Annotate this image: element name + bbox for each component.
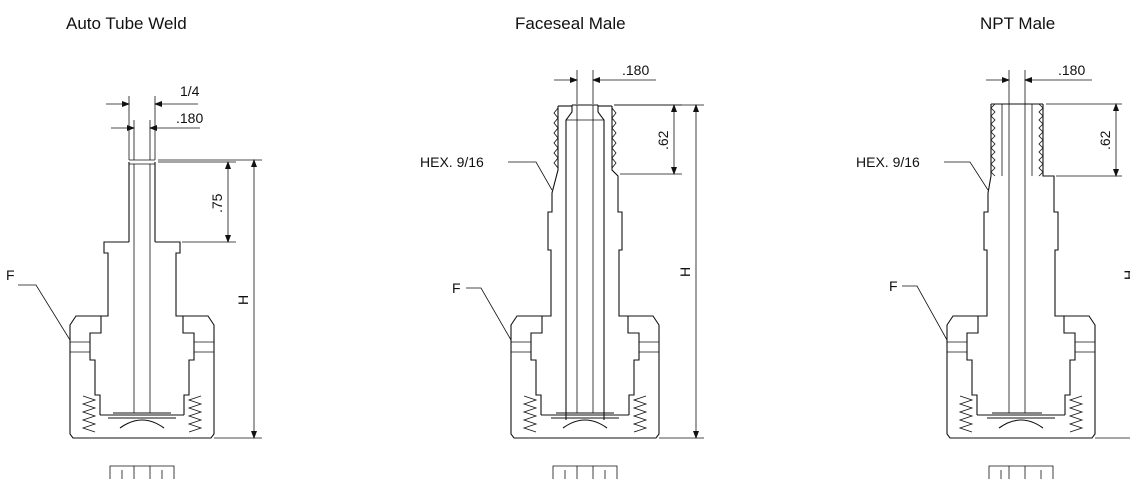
label-hex: HEX. 9/16	[856, 154, 920, 170]
dim-id	[554, 70, 656, 104]
label-length: .75	[209, 193, 225, 213]
nut-threads	[81, 395, 203, 433]
lower-view-stub	[988, 465, 1054, 479]
drawing-auto-tube-weld: 1/4 .180 .75 H	[6, 83, 262, 479]
gland-body	[966, 103, 1076, 429]
female-nut	[510, 315, 660, 439]
leader-flat	[902, 285, 948, 341]
leader-flat	[18, 284, 71, 341]
label-od: 1/4	[180, 83, 200, 99]
dim-length	[1046, 103, 1122, 177]
lower-view-stub	[109, 465, 175, 479]
nut-threads	[958, 395, 1084, 433]
title-faceseal-male: Faceseal Male	[515, 14, 626, 33]
label-id: .180	[176, 110, 203, 126]
label-height: H	[677, 267, 693, 277]
tube-stub	[128, 159, 156, 242]
gland-body	[530, 105, 640, 429]
dim-height	[614, 104, 704, 439]
label-height: H	[235, 295, 251, 305]
drawing-faceseal-male: .180 .62 H HEX. 9/16 F	[420, 62, 704, 479]
dim-length	[614, 104, 682, 175]
female-nut	[69, 315, 215, 439]
npt-threads	[990, 103, 1044, 177]
label-length: .62	[1097, 130, 1113, 150]
gland-body	[89, 241, 195, 429]
label-hex: HEX. 9/16	[420, 154, 484, 170]
bore-lines	[1001, 102, 1033, 413]
drawing-npt-male: .180 .62 H HEX. 9/16 F	[856, 62, 1130, 479]
leader-hex	[508, 161, 553, 191]
dim-id	[986, 70, 1092, 102]
female-nut	[946, 315, 1096, 439]
label-flat: F	[889, 278, 898, 294]
leader-hex	[944, 161, 989, 191]
title-npt-male: NPT Male	[980, 14, 1056, 33]
nut-threads	[522, 395, 648, 433]
dim-height	[158, 159, 262, 439]
lower-view-stub	[552, 465, 618, 479]
male-threads	[553, 107, 617, 169]
dim-length	[158, 161, 236, 243]
label-length: .62	[655, 130, 671, 150]
label-height: H	[1121, 270, 1130, 280]
leader-flat	[466, 287, 512, 341]
label-id: .180	[1058, 62, 1085, 78]
dim-id	[111, 120, 200, 160]
label-id: .180	[622, 62, 649, 78]
face-collar	[565, 104, 605, 420]
title-auto-tube-weld: Auto Tube Weld	[66, 14, 187, 33]
label-flat: F	[6, 267, 15, 283]
bore-lines	[576, 105, 594, 413]
bore-lines	[133, 164, 151, 413]
label-flat: F	[452, 280, 461, 296]
